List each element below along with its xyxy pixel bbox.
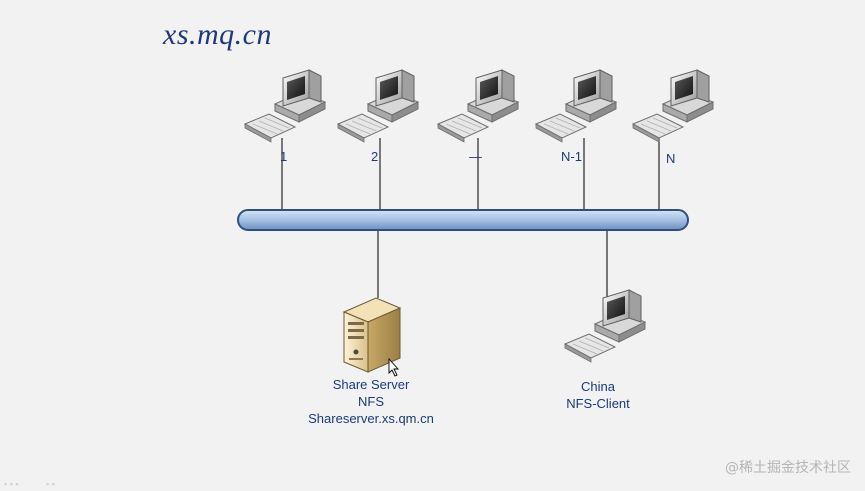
workstation-icon-nfs-client — [564, 289, 646, 363]
client-label-3: — — [469, 149, 482, 164]
client-label-2: 2 — [371, 149, 379, 164]
server-icon — [342, 297, 402, 373]
network-bus — [237, 209, 689, 231]
client-label-1: 1 — [280, 149, 288, 164]
workstation-icon-1 — [244, 69, 326, 143]
server-label-protocol: NFS — [358, 394, 384, 409]
workstation-icon-3 — [437, 69, 519, 143]
client-label-n: N — [666, 151, 676, 166]
server-label: Share Server NFS Shareserver.xs.qm.cn — [296, 376, 446, 427]
mouse-cursor-icon — [388, 357, 400, 377]
watermark: @稀土掘金技术社区 — [725, 460, 851, 476]
nfs-client-label: China NFS-Client — [548, 378, 648, 412]
bottom-bar-icon-left: ▪ ▪ ▪ — [4, 479, 19, 489]
workstation-icon-n — [632, 69, 714, 143]
workstation-icon-2 — [337, 69, 419, 143]
server-label-hostname: Shareserver.xs.qm.cn — [308, 411, 434, 426]
nfs-client-label-name: China — [581, 379, 615, 394]
server-label-name: Share Server — [332, 377, 410, 392]
nfs-client-label-role: NFS-Client — [566, 396, 630, 411]
workstation-icon-n-1 — [535, 69, 617, 143]
bottom-bar-icon-mid: ▪ ▪ — [46, 479, 55, 489]
diagram-title: xs.mq.cn — [163, 18, 272, 51]
client-label-n-1: N-1 — [561, 149, 582, 164]
bottom-bar: ▪ ▪ ▪ ▪ ▪ — [0, 473, 865, 491]
